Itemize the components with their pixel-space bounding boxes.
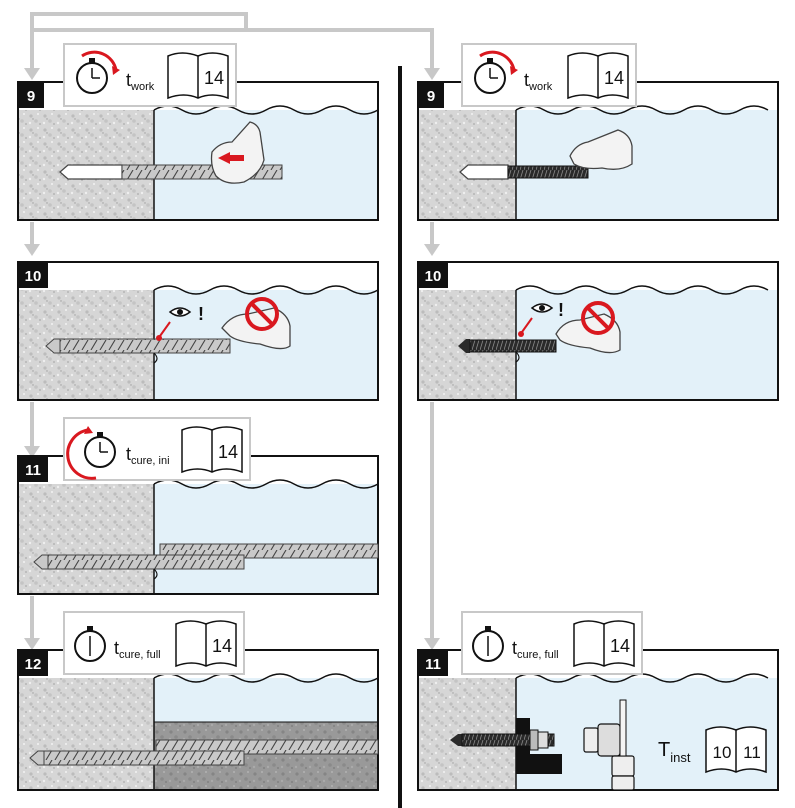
prohibited-icon [245, 297, 279, 331]
stopwatch-icon [74, 626, 106, 662]
threaded-rod [507, 165, 589, 179]
rebar [59, 338, 231, 354]
timer-label: tcure, full [114, 638, 161, 661]
step-badge-right-9: 9 [418, 82, 444, 108]
stopwatch-icon [66, 426, 116, 480]
step-badge-left-11: 11 [18, 456, 48, 482]
push-arrow-icon [218, 152, 244, 164]
eye-check-icon: ! [518, 300, 564, 337]
torque-wrench-icon [583, 699, 635, 791]
timer-label: twork [126, 70, 155, 93]
book-icon: 14 [175, 620, 237, 668]
book-page: 10 [713, 743, 732, 762]
book-page: 11 [743, 743, 761, 762]
book-page: 14 [218, 442, 238, 462]
book-icon: 14 [181, 426, 243, 474]
timer-label: tcure, full [512, 638, 559, 661]
book-page: 14 [604, 68, 624, 88]
nut [529, 729, 539, 751]
timer-box-right-9: twork 14 [461, 43, 637, 107]
stopwatch-icon [472, 626, 504, 662]
rebar [47, 554, 245, 570]
book-icon: 14 [573, 620, 635, 668]
glove-icon [210, 121, 265, 184]
step-number: 10 [425, 268, 442, 285]
svg-text:!: ! [198, 304, 204, 324]
flow-arrows [30, 12, 434, 640]
timer-box-right-11: tcure, full 14 [461, 611, 643, 675]
timer-box-left-11: tcure, ini 14 [63, 417, 251, 481]
book-page: 14 [610, 636, 630, 656]
torque-label: Tinst [658, 739, 691, 765]
timer-box-left-12: tcure, full 14 [63, 611, 245, 675]
step-left-10: ! [17, 261, 379, 401]
book-page: 14 [204, 68, 224, 88]
eye-check-icon: ! [156, 304, 204, 341]
glove-icon [569, 129, 633, 170]
prohibited-icon [581, 301, 615, 335]
step-badge-left-10: 10 [18, 262, 48, 288]
step-right-10: ! [417, 261, 779, 401]
book-icon: 14 [167, 52, 229, 100]
rebar [43, 750, 245, 766]
step-badge-right-11: 11 [418, 650, 448, 676]
step-number: 9 [27, 88, 35, 105]
step-number: 11 [25, 462, 41, 479]
book-page: 14 [212, 636, 232, 656]
book-icon: 14 [567, 52, 629, 100]
book-icon: 10 11 [705, 726, 767, 774]
step-badge-left-12: 12 [18, 650, 48, 676]
timer-label: tcure, ini [126, 444, 170, 467]
step-number: 11 [425, 656, 441, 673]
threaded-rod [469, 339, 557, 353]
stopwatch-icon [474, 50, 518, 94]
step-badge-left-9: 9 [18, 82, 44, 108]
step-left-11 [17, 455, 379, 595]
timer-box-left-9: twork 14 [63, 43, 237, 107]
step-number: 10 [25, 268, 42, 285]
timer-label: twork [524, 70, 553, 93]
step-number: 12 [25, 656, 42, 673]
step-number: 9 [427, 88, 435, 105]
step-badge-right-10: 10 [418, 262, 448, 288]
flow-arrow-heads [24, 68, 440, 650]
svg-text:!: ! [558, 300, 564, 320]
stopwatch-icon [76, 50, 120, 94]
